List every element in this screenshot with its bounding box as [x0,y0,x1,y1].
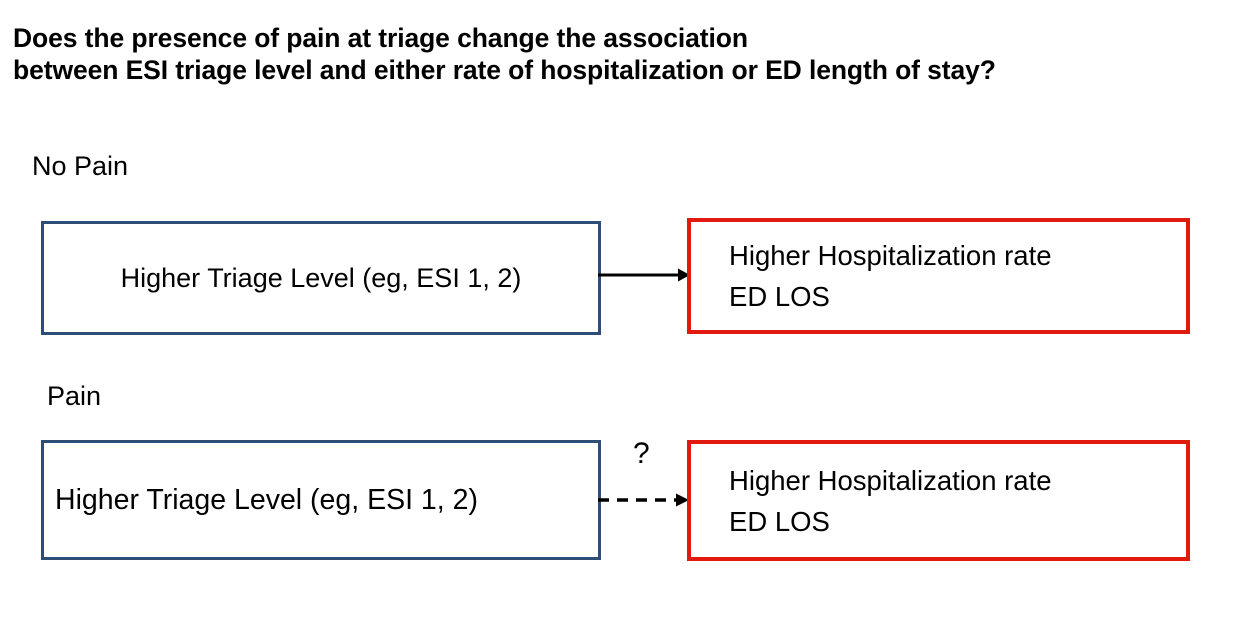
cause-box-pain[interactable]: Higher Triage Level (eg, ESI 1, 2) [41,440,601,560]
cause-box-pain-label: Higher Triage Level (eg, ESI 1, 2) [55,483,478,516]
uncertainty-question-mark: ? [633,437,650,470]
connector-arrow-no-pain [598,263,690,287]
page-title: Does the presence of pain at triage chan… [13,23,996,85]
cause-box-no-pain[interactable]: Higher Triage Level (eg, ESI 1, 2) [41,221,601,335]
effect-box-pain-line-2: ED LOS [729,505,830,537]
cause-box-no-pain-label: Higher Triage Level (eg, ESI 1, 2) [120,262,522,293]
effect-box-no-pain-line-2: ED LOS [729,281,830,312]
solid-arrow-icon [598,268,690,282]
effect-box-pain[interactable]: Higher Hospitalization rate ED LOS [687,440,1190,561]
group-label-pain: Pain [47,381,102,411]
connector-arrow-pain [598,488,690,512]
effect-box-no-pain[interactable]: Higher Hospitalization rate ED LOS [687,218,1190,334]
effect-box-pain-line-1: Higher Hospitalization rate [729,464,1052,496]
effect-box-no-pain-line-1: Higher Hospitalization rate [729,240,1052,271]
group-label-no-pain: No Pain [32,151,129,181]
dashed-arrow-icon [598,493,689,507]
